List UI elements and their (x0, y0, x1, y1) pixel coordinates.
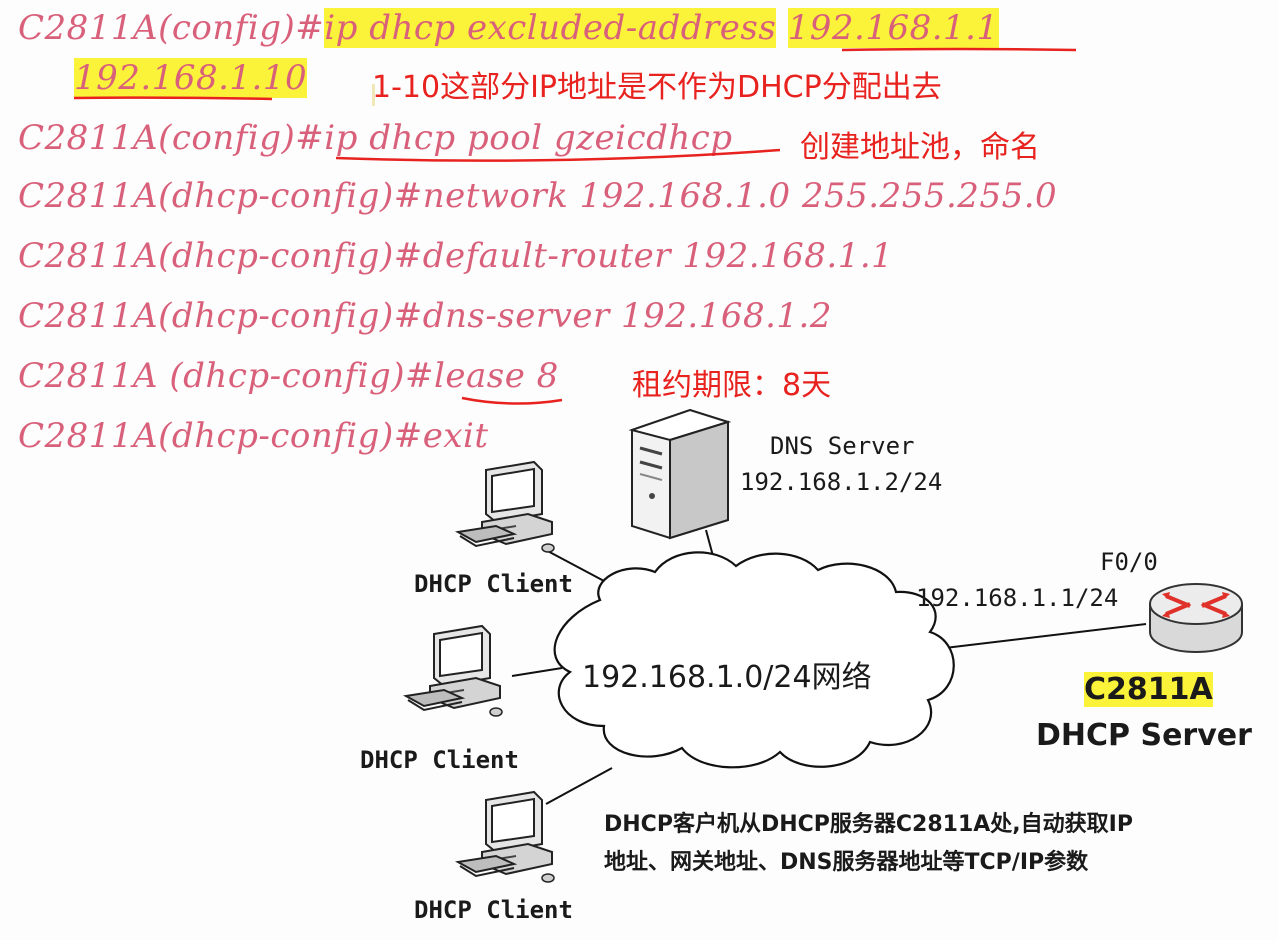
pool-command-underline (335, 148, 781, 162)
command-line-exit: C2811A(dhcp-config)#exit (18, 416, 489, 456)
pool-note: 创建地址池，命名 (800, 130, 1040, 165)
command-line-excluded-end: 192.168.1.10 (74, 58, 308, 98)
description-line-1: DHCP客户机从DHCP服务器C2811A处,自动获取IP (604, 812, 1133, 837)
command-line-excluded: C2811A(config)#ip dhcp excluded-address … (18, 8, 999, 48)
dns-server-ip: 192.168.1.2/24 (740, 468, 943, 496)
excluded-start-address: 192.168.1.1 (787, 8, 999, 48)
lease-note: 租约期限：8天 (632, 368, 832, 403)
command-prompt: C2811A(config)# (18, 118, 325, 158)
excluded-note: 1-10这部分IP地址是不作为DHCP分配出去 (372, 70, 942, 105)
command-line-dns-server: C2811A(dhcp-config)#dns-server 192.168.1… (18, 296, 832, 336)
cursor-mark (372, 84, 375, 106)
computer-icon (454, 460, 555, 553)
router-name-text: C2811A (1084, 672, 1213, 707)
computer-icon (402, 624, 503, 717)
lease-command-underline (461, 396, 563, 405)
excluded-command: ip dhcp excluded-address (324, 8, 777, 48)
server-icon (628, 408, 732, 540)
command-prompt: C2811A (dhcp-config)# (18, 356, 435, 396)
dns-server-name: DNS Server (770, 432, 915, 460)
command-line-lease: C2811A (dhcp-config)#lease 8 (18, 356, 559, 396)
command-prompt: C2811A(config)# (18, 8, 325, 48)
network-cloud (553, 551, 955, 769)
description-line-2: 地址、网关地址、DNS服务器地址等TCP/IP参数 (604, 850, 1089, 875)
link-client-3 (545, 767, 613, 805)
excluded-end-address: 192.168.1.10 (74, 58, 308, 98)
excluded-end-underline (73, 96, 273, 101)
link-router (927, 623, 1147, 651)
router-interface: F0/0 (1100, 548, 1158, 576)
client-label-3: DHCP Client (414, 896, 573, 924)
command-line-network: C2811A(dhcp-config)#network 192.168.1.0 … (18, 176, 1058, 216)
excluded-address-underline (841, 47, 1077, 52)
command-line-pool: C2811A(config)#ip dhcp pool gzeicdhcp (18, 118, 733, 158)
computer-icon (454, 790, 555, 883)
router-name: C2811A (1084, 672, 1213, 707)
router-role: DHCP Server (1036, 718, 1252, 753)
client-label-2: DHCP Client (360, 746, 519, 774)
network-label: 192.168.1.0/24网络 (582, 660, 872, 695)
router-ip: 192.168.1.1/24 (916, 584, 1119, 612)
client-label-1: DHCP Client (414, 570, 573, 598)
lease-command: lease 8 (434, 356, 559, 396)
link-client-2 (511, 667, 563, 677)
pool-command: ip dhcp pool gzeicdhcp (324, 118, 733, 158)
router-icon (1149, 583, 1243, 653)
command-line-default-router: C2811A(dhcp-config)#default-router 192.1… (18, 236, 894, 276)
